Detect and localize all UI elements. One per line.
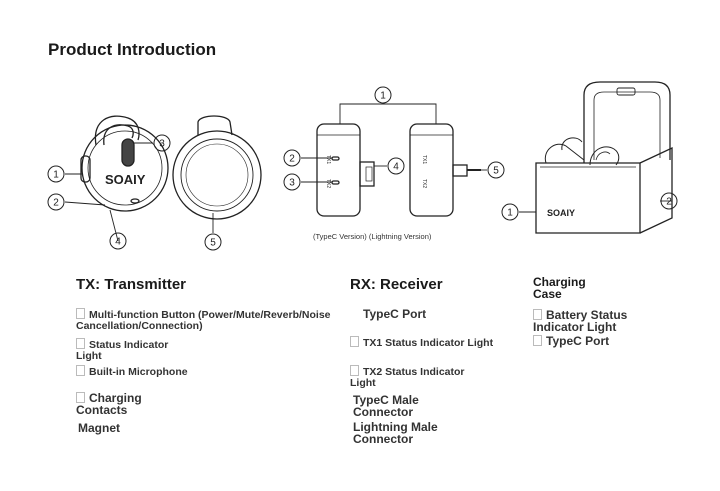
callout-tx-1	[47, 165, 65, 183]
callout-case-2	[660, 192, 678, 210]
callout-rx-3-label: 3	[289, 178, 295, 189]
bullet-icon	[350, 336, 359, 347]
case-item-2: TypeC Port	[533, 335, 609, 347]
callout-tx-5-label: 5	[210, 238, 216, 249]
bullet-icon	[76, 308, 85, 319]
bullet-icon	[533, 335, 542, 346]
rx-item-4: TypeC Male Connector	[353, 393, 419, 419]
tx-item-1: Multi-function Button (Power/Mute/Reverb…	[76, 308, 331, 332]
bullet-icon	[76, 338, 85, 349]
tx-front-illustration	[80, 115, 169, 212]
tx-item-5: Magnet	[78, 421, 120, 435]
rx-typec-illustration	[316, 123, 375, 217]
tx-item-4: Charging Contacts	[76, 391, 142, 417]
rx-left-tx2-label: TX2	[325, 179, 331, 188]
product-diagram: SOAIY	[47, 81, 678, 251]
tx-back-illustration	[172, 115, 262, 220]
rx-heading: RX: Receiver	[350, 276, 443, 293]
tx-heading: TX: Transmitter	[76, 276, 187, 293]
callout-tx-2	[47, 193, 65, 211]
callout-tx-3-label: 3	[159, 139, 165, 150]
callout-case-1-label: 1	[507, 208, 513, 219]
rx-item-1: TypeC Port	[363, 307, 427, 321]
callout-rx-4-label: 4	[393, 162, 399, 173]
callout-case-2-label: 2	[666, 197, 672, 208]
rx-item-2: TX1 Status Indicator Light	[350, 336, 500, 349]
callout-rx-5	[487, 161, 505, 179]
callout-tx-5	[204, 233, 222, 251]
bullet-icon	[533, 309, 542, 320]
rx-item-3: TX2 Status Indicator Light	[350, 365, 465, 389]
bullet-icon	[76, 365, 85, 376]
callout-tx-4	[109, 232, 127, 250]
callout-tx-2-label: 2	[53, 198, 59, 209]
rx-left-tx1-label: TX1	[325, 155, 331, 164]
page-title: Product Introduction	[48, 40, 217, 59]
bullet-icon	[350, 365, 359, 376]
figure-caption: (TypeC Version) (Lightning Version)	[313, 232, 432, 241]
callout-tx-1-label: 1	[53, 170, 59, 181]
case-item-1: Battery Status Indicator Light	[533, 308, 628, 334]
charging-case-illustration	[535, 81, 673, 234]
callout-rx-1	[374, 86, 392, 104]
rx-right-tx1-label: TX1	[421, 155, 427, 164]
callout-rx-2-label: 2	[289, 154, 295, 165]
rx-lightning-illustration	[409, 123, 481, 217]
callout-case-1	[501, 203, 519, 221]
callout-tx-4-label: 4	[115, 237, 121, 248]
callout-rx-2	[283, 149, 301, 167]
callout-tx-3	[153, 134, 171, 152]
tx-item-2: Status Indicator Light	[76, 338, 169, 362]
tx-brand-logo: SOAIY	[105, 172, 146, 187]
callout-rx-5-label: 5	[493, 166, 499, 177]
callout-rx-1-label: 1	[380, 91, 386, 102]
tx-item-3: Built-in Microphone	[76, 365, 188, 378]
case-brand-logo: SOAIY	[547, 208, 575, 218]
bullet-icon	[76, 392, 85, 403]
callout-rx-3	[283, 173, 301, 191]
rx-right-tx2-label: TX2	[421, 179, 427, 188]
case-heading: Charging Case	[533, 275, 586, 301]
rx-item-5: Lightning Male Connector	[353, 420, 438, 446]
callout-rx-4	[387, 157, 405, 175]
